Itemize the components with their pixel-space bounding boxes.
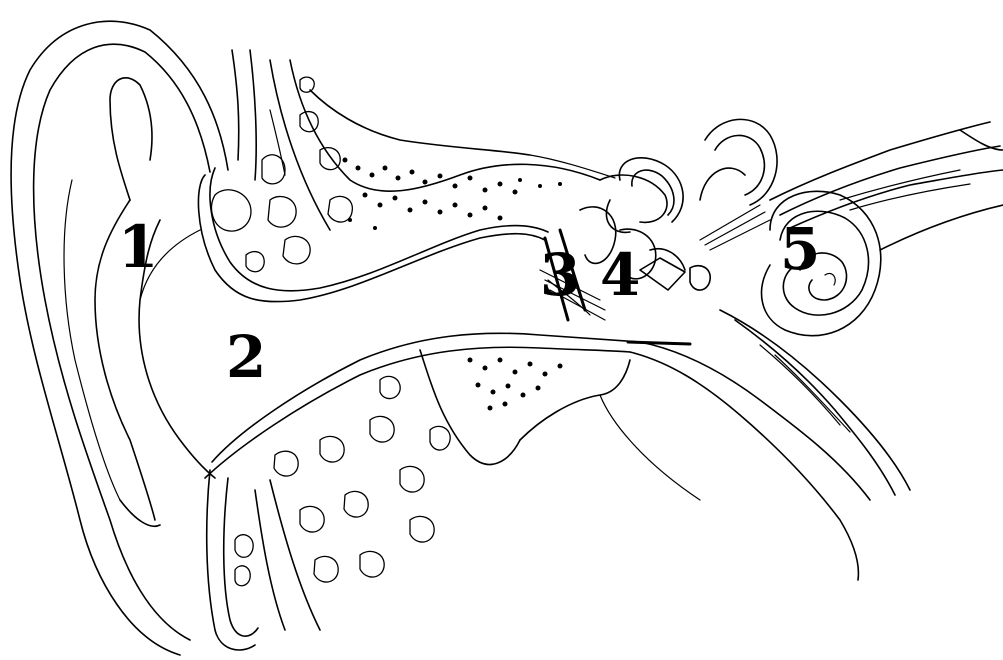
bone-specks-lower <box>468 358 563 411</box>
label-4: 4 <box>600 246 640 304</box>
label-3: 3 <box>540 246 580 304</box>
ear-canal <box>140 168 640 478</box>
label-5: 5 <box>780 220 820 278</box>
temporal-bone-lower <box>207 350 700 650</box>
label-2: 2 <box>226 328 266 386</box>
spongy-bone-lower <box>235 376 450 585</box>
spongy-bone-upper <box>212 77 353 272</box>
label-1: 1 <box>118 218 158 276</box>
bone-specks-upper <box>343 158 563 231</box>
eustachian-tube <box>628 310 910 580</box>
pinna-outline <box>11 21 228 655</box>
